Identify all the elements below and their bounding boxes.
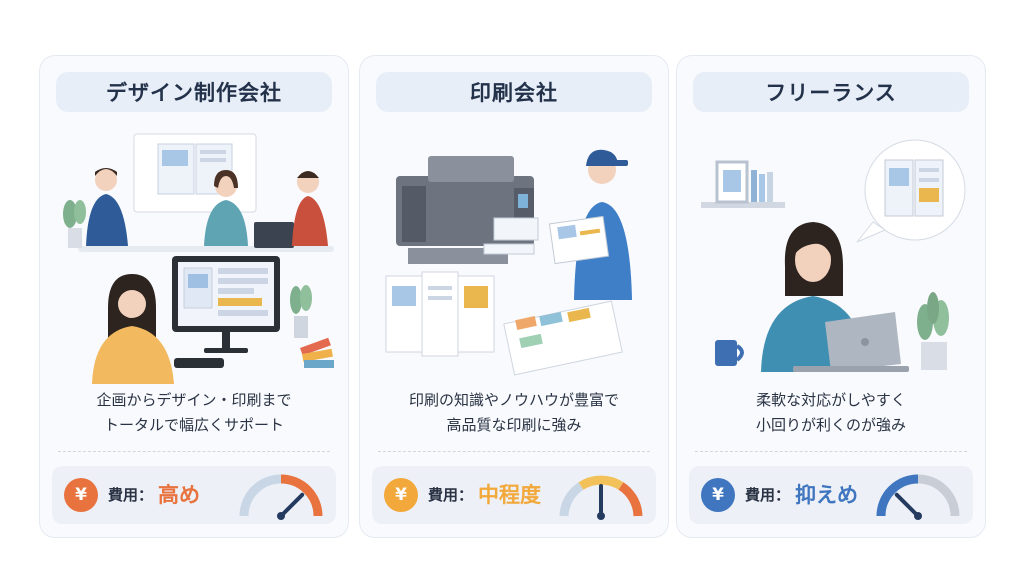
yen-icon: ¥	[384, 478, 418, 512]
cost-value: 中程度	[478, 483, 541, 507]
cost-label: 費用：	[108, 486, 154, 504]
cost-value: 抑えめ	[795, 483, 858, 507]
cost-label: 費用：	[428, 486, 474, 504]
desc-line: 小回りが利くのが強み	[755, 416, 906, 434]
desc-line: トータルで幅広くサポート	[103, 416, 284, 434]
gauge-icon	[559, 475, 643, 520]
gauge-icon	[876, 474, 960, 520]
card-description: 企画からデザイン・印刷まで トータルで幅広くサポート	[50, 388, 338, 438]
desc-line: 柔軟な対応がしやすく	[756, 391, 906, 409]
card-design-company: デザイン制作会社	[39, 55, 349, 538]
card-title: フリーランス	[693, 72, 969, 112]
desc-line: 高品質な印刷に強み	[446, 416, 582, 434]
desc-line: 印刷の知識やノウハウが豊富で	[408, 391, 619, 409]
yen-icon: ¥	[64, 478, 98, 512]
cost-box: ¥ 費用： 高め	[52, 466, 336, 524]
card-description: 柔軟な対応がしやすく 小回りが利くのが強み	[687, 388, 975, 438]
printing-illustration	[385, 149, 632, 376]
card-title: 印刷会社	[376, 72, 652, 112]
cost-label: 費用：	[745, 486, 791, 504]
card-description: 印刷の知識やノウハウが豊富で 高品質な印刷に強み	[370, 388, 658, 438]
desc-line: 企画からデザイン・印刷まで	[96, 391, 292, 409]
yen-icon: ¥	[701, 478, 735, 512]
cost-value: 高め	[158, 483, 200, 507]
divider	[695, 451, 967, 452]
design-team-illustration	[63, 133, 334, 384]
card-freelance: フリーランス 柔軟な対応がしやすく	[676, 55, 986, 538]
freelancer-illustration	[701, 139, 966, 372]
divider	[58, 451, 330, 452]
gauge-icon	[239, 474, 323, 520]
divider	[378, 451, 650, 452]
card-title: デザイン制作会社	[56, 72, 332, 112]
cost-box: ¥ 費用： 中程度	[372, 466, 656, 524]
cost-box: ¥ 費用： 抑えめ	[689, 466, 973, 524]
card-printing-company: 印刷会社 印刷の知識やノウハウが豊富で 高品質	[359, 55, 669, 538]
